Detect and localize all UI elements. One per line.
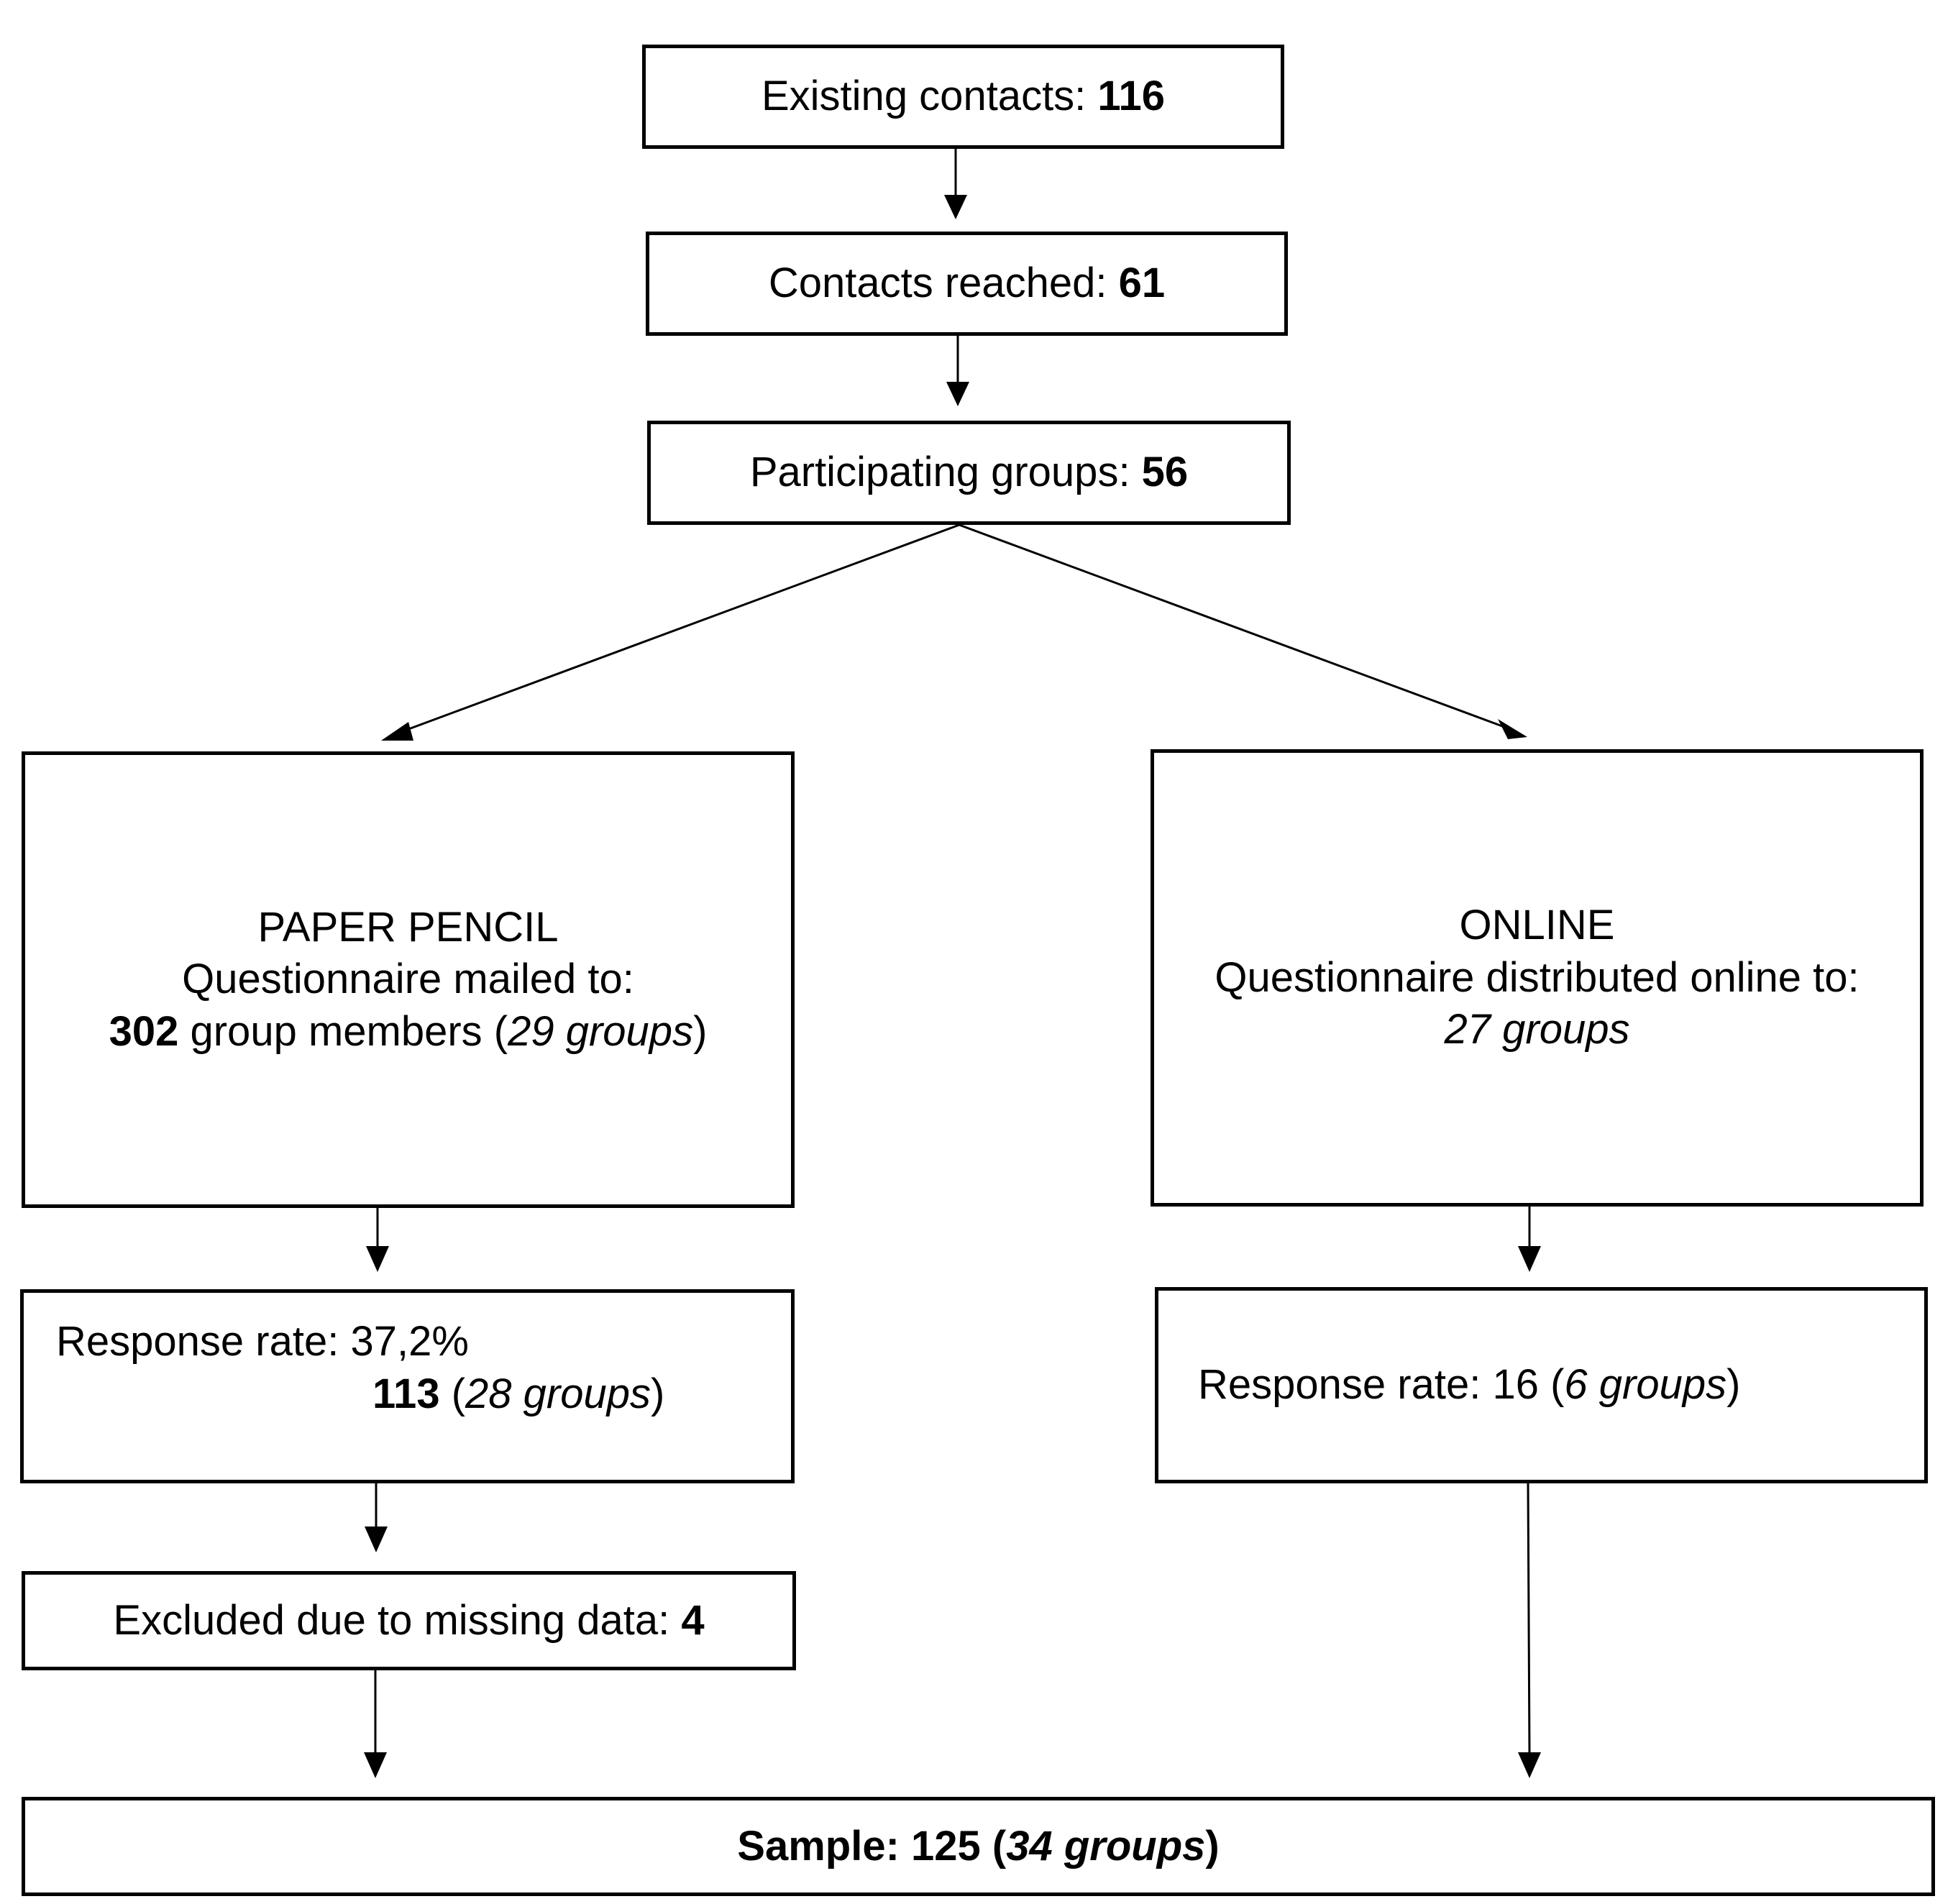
participating-groups-value: 56 (1141, 449, 1189, 496)
existing-contacts-box: Existing contacts: 116 (642, 45, 1284, 149)
online-groups: 27 groups (1444, 1006, 1630, 1053)
arrowhead (1498, 719, 1527, 739)
existing-contacts-text: Existing contacts: 116 (761, 73, 1165, 120)
arrowhead (381, 722, 413, 741)
online-subtitle: Questionnaire distributed online to: (1215, 953, 1860, 1001)
arrowhead (365, 1527, 388, 1552)
sample-text: Sample: 125 (34 groups) (737, 1822, 1220, 1869)
arrow-participating-to-paper (402, 523, 960, 733)
paper-pencil-subtitle: Questionnaire mailed to: (182, 956, 634, 1003)
online-response-rate: Response rate: 16 (6 groups) (1198, 1361, 1741, 1409)
arrowhead (944, 195, 967, 219)
online-response-box: Response rate: 16 (6 groups) (1155, 1287, 1928, 1483)
arrowhead (1518, 1752, 1541, 1778)
online-title: ONLINE (1459, 902, 1615, 949)
arrow-participating-to-online (959, 523, 1505, 728)
contacts-reached-value: 61 (1118, 260, 1166, 307)
excluded-value: 4 (681, 1596, 705, 1644)
arrowhead (364, 1752, 387, 1778)
arrowhead (1518, 1246, 1541, 1272)
existing-contacts-value: 116 (1097, 73, 1165, 120)
excluded-box: Excluded due to missing data: 4 (22, 1571, 796, 1670)
excluded-text: Excluded due to missing data: 4 (113, 1596, 705, 1644)
paper-pencil-box: PAPER PENCIL Questionnaire mailed to: 30… (22, 751, 795, 1208)
contacts-reached-text: Contacts reached: 61 (768, 260, 1166, 307)
paper-response-count: 113 (28 groups) (372, 1370, 665, 1417)
participating-groups-box: Participating groups: 56 (647, 421, 1291, 525)
participating-groups-text: Participating groups: 56 (749, 449, 1189, 496)
arrow-online-response-to-sample (1527, 1483, 1531, 1754)
paper-response-rate: Response rate: 37,2% (56, 1318, 469, 1365)
online-box: ONLINE Questionnaire distributed online … (1151, 749, 1924, 1207)
contacts-reached-box: Contacts reached: 61 (646, 232, 1288, 336)
arrowhead (946, 382, 969, 406)
paper-response-box: Response rate: 37,2% 113 (28 groups) (20, 1289, 795, 1483)
sample-box: Sample: 125 (34 groups) (22, 1797, 1935, 1896)
arrowhead (366, 1246, 389, 1272)
paper-pencil-members: 302 group members (29 groups) (109, 1007, 708, 1055)
paper-pencil-title: PAPER PENCIL (257, 903, 559, 951)
